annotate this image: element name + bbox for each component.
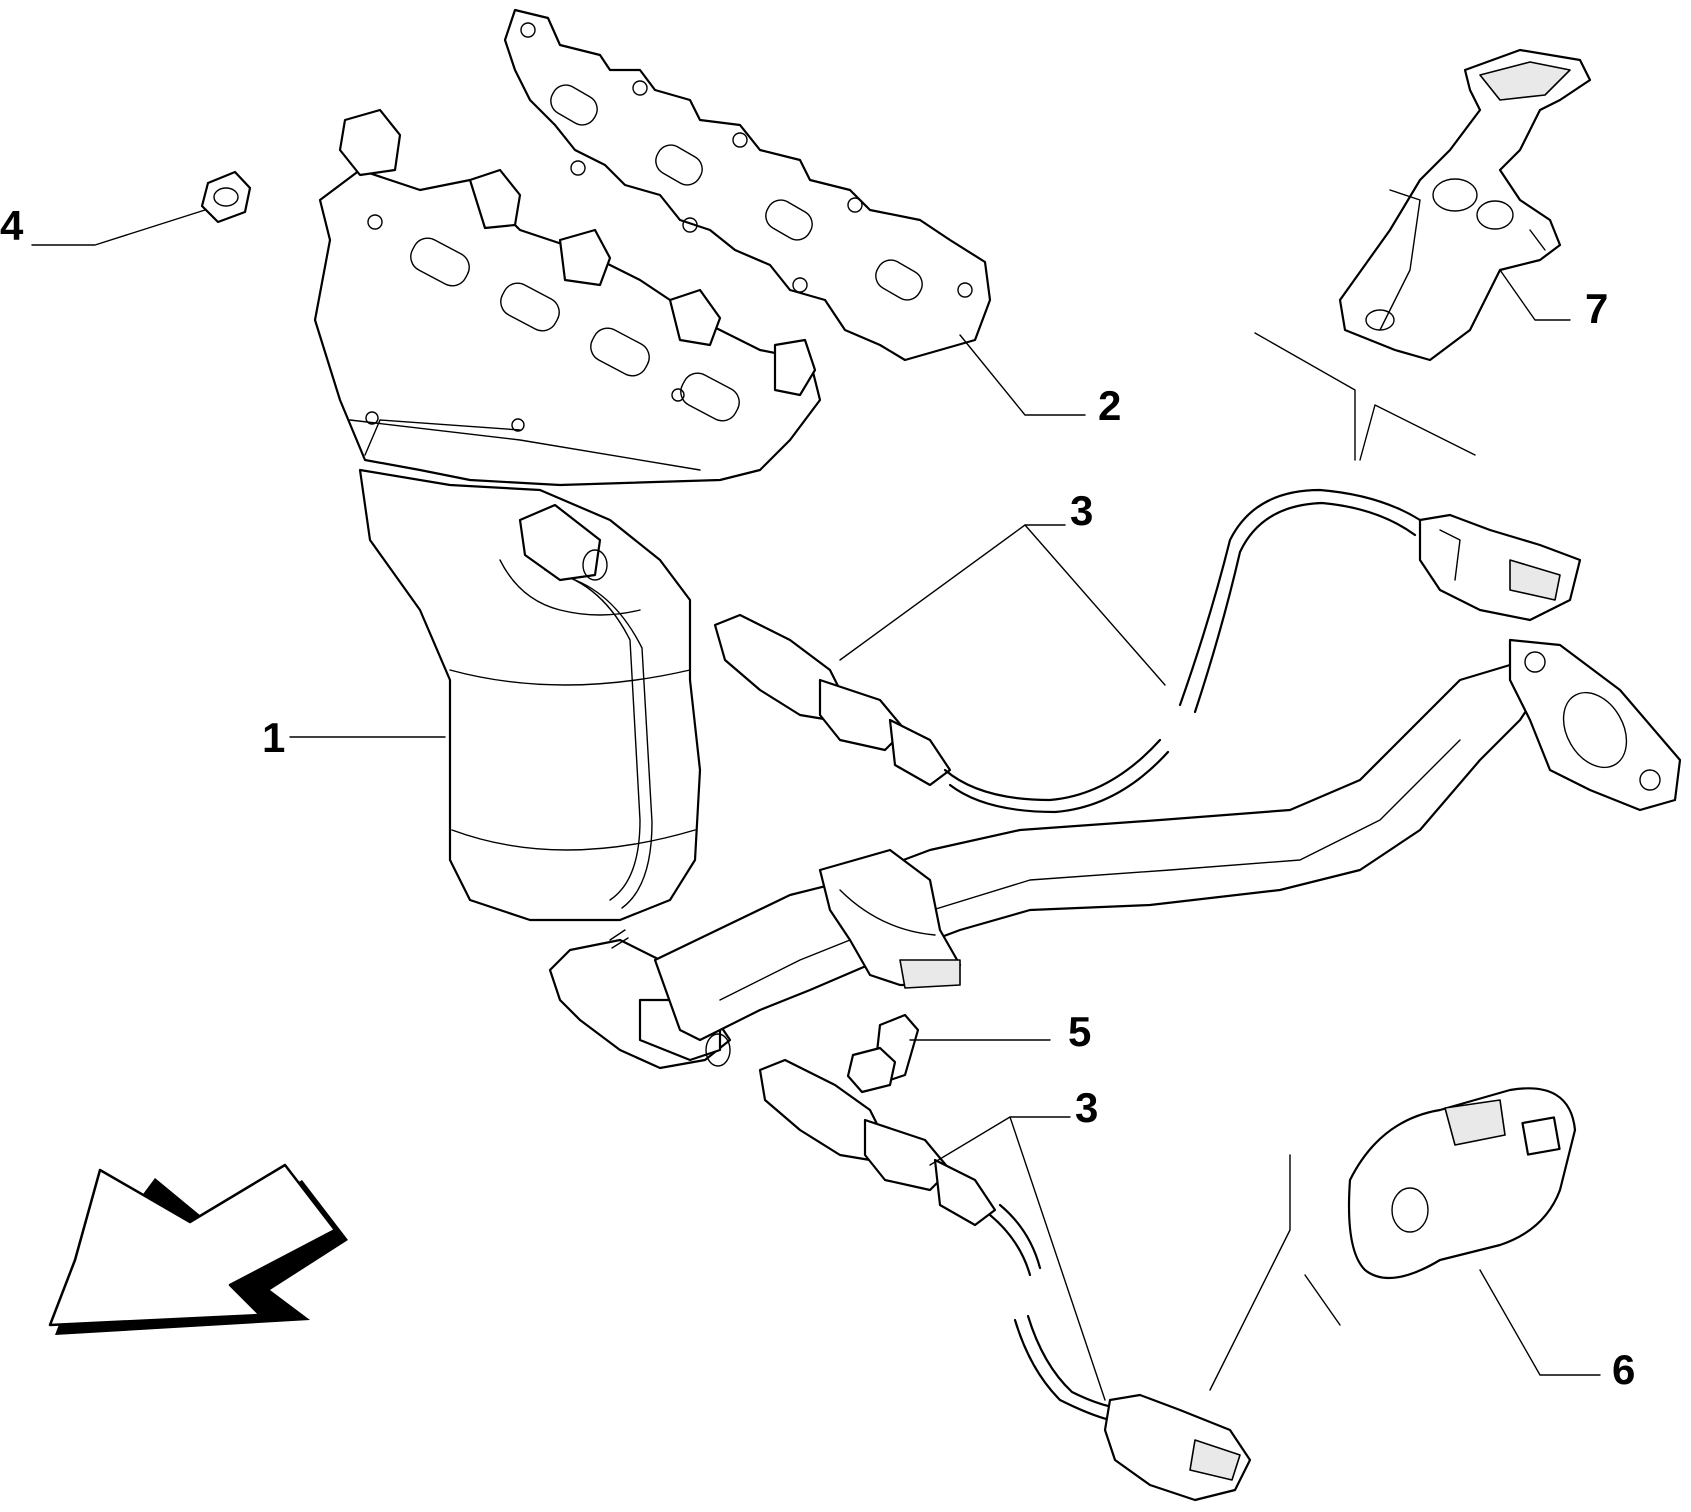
- callout-2: 2: [1098, 382, 1121, 429]
- direction-arrow-icon: [48, 1163, 348, 1335]
- callouts: 1 2 3 3 4 5 6 7: [0, 202, 1635, 1393]
- callout-4: 4: [0, 202, 24, 249]
- callout-3-lower: 3: [1075, 1084, 1098, 1131]
- front-exhaust-pipe[interactable]: [653, 638, 1682, 1042]
- callout-6: 6: [1612, 1346, 1635, 1393]
- oxygen-sensor-upper[interactable]: [713, 488, 1582, 814]
- callout-7: 7: [1585, 285, 1608, 332]
- heat-shield-plate[interactable]: [1347, 1087, 1577, 1280]
- callout-1: 1: [262, 714, 285, 761]
- callout-3-upper: 3: [1070, 487, 1093, 534]
- exhaust-manifold-catalyst[interactable]: [313, 108, 822, 1070]
- manifold-gasket[interactable]: [503, 8, 992, 362]
- hex-nut[interactable]: [200, 170, 252, 224]
- mounting-bracket[interactable]: [1338, 48, 1592, 362]
- leader-lines: [31, 209, 1601, 1401]
- bolt[interactable]: [846, 1013, 920, 1094]
- callout-5: 5: [1068, 1008, 1091, 1055]
- oxygen-sensor-lower[interactable]: [758, 1058, 1252, 1502]
